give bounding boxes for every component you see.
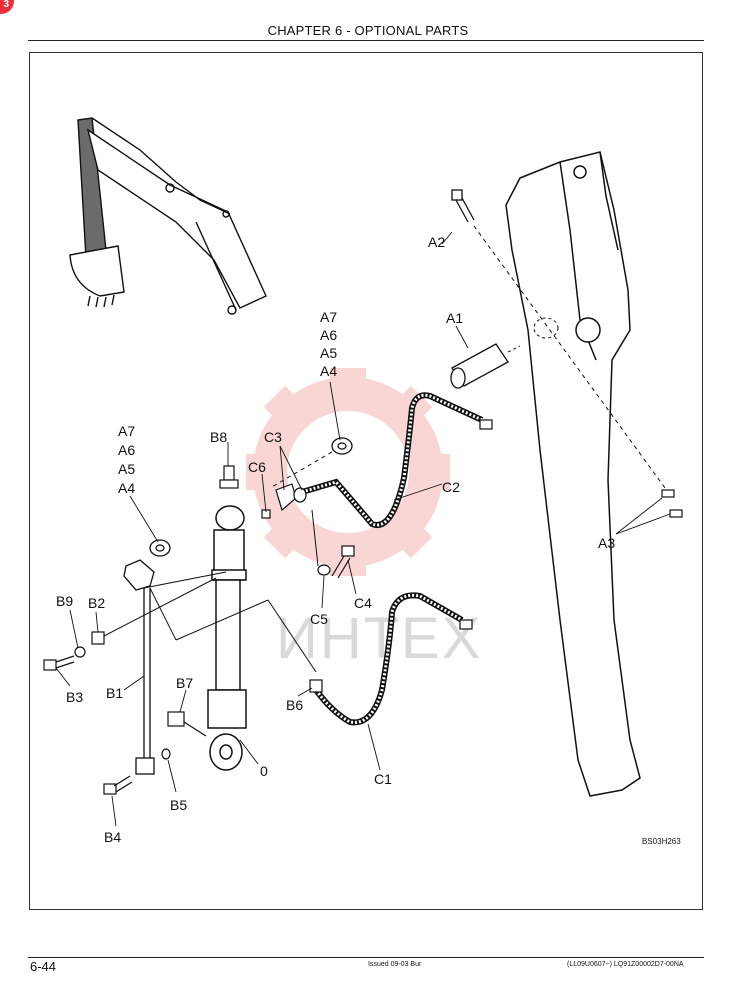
a1-dashed-guide	[507, 345, 521, 353]
label-a4-left: A4	[118, 480, 135, 496]
drawing-code: BS03H263	[642, 837, 681, 846]
label-b7: B7	[176, 675, 193, 691]
label-b6: B6	[286, 697, 303, 713]
b2-guide-line	[103, 577, 217, 637]
parts-b4-b5-b7-illustration	[103, 711, 207, 795]
label-c4: C4	[354, 595, 372, 611]
excavator-overview-illustration	[69, 117, 267, 315]
pin-a1-illustration	[450, 343, 509, 389]
document-reference: (LL09U0607~) LQ91Z00002D7-00NA	[567, 961, 684, 968]
boom-illustration	[505, 151, 641, 797]
fittings-a3-illustration	[661, 489, 683, 518]
label-a2: A2	[428, 234, 445, 250]
label-a5-left: A5	[118, 461, 135, 477]
washer-dashed-guide	[269, 451, 333, 489]
label-zero: 0	[260, 763, 268, 779]
label-a6-top: A6	[320, 327, 337, 343]
chapter-title: CHAPTER 6 - OPTIONAL PARTS	[267, 23, 469, 38]
label-a6-left: A6	[118, 442, 135, 458]
c5-guide-line	[311, 509, 319, 567]
label-c1: C1	[374, 771, 392, 787]
watermark-text: ИНТЕХ	[276, 606, 482, 671]
label-b5: B5	[170, 797, 187, 813]
label-a1: A1	[446, 310, 463, 326]
b6-guide-line-c	[267, 599, 317, 673]
label-b1: B1	[106, 685, 123, 701]
pin-a2-illustration	[451, 189, 475, 223]
label-a7-top: A7	[320, 309, 337, 325]
label-c6: C6	[248, 459, 266, 475]
label-a5-top: A5	[320, 345, 337, 361]
label-b2: B2	[88, 595, 105, 611]
hose-c1-illustration	[309, 592, 473, 726]
diagram-frame	[29, 52, 703, 910]
header-rule	[28, 40, 704, 41]
page-number: 6-44	[30, 959, 57, 974]
b6-guide-line-a	[149, 587, 177, 641]
label-b4: B4	[104, 829, 121, 845]
leader-lines	[55, 231, 671, 827]
a2-dashed-guide	[473, 225, 669, 493]
b1-guide-line	[143, 571, 227, 589]
label-a4-top: A4	[320, 363, 337, 379]
hose-c2-illustration	[301, 392, 493, 528]
issue-info: Issued 09-03 Bur	[368, 961, 422, 968]
label-c2: C2	[442, 479, 460, 495]
boom-hole-dashed	[533, 317, 559, 339]
label-b8: B8	[210, 429, 227, 445]
b6-guide-line-b	[175, 599, 269, 641]
washer-left-illustration	[149, 539, 171, 557]
label-a7-left: A7	[118, 423, 135, 439]
footer-rule	[28, 957, 704, 958]
cylinder-illustration	[207, 505, 247, 771]
bracket-b1-illustration	[123, 559, 155, 775]
label-a3: A3	[598, 535, 615, 551]
washer-top-illustration	[331, 437, 353, 455]
label-c5: C5	[310, 611, 328, 627]
badge-glyph: 3	[3, 0, 9, 10]
label-b9: B9	[56, 593, 73, 609]
parts-b2-b3-b9-illustration	[43, 631, 105, 671]
label-b3: B3	[66, 689, 83, 705]
label-c3: C3	[264, 429, 282, 445]
